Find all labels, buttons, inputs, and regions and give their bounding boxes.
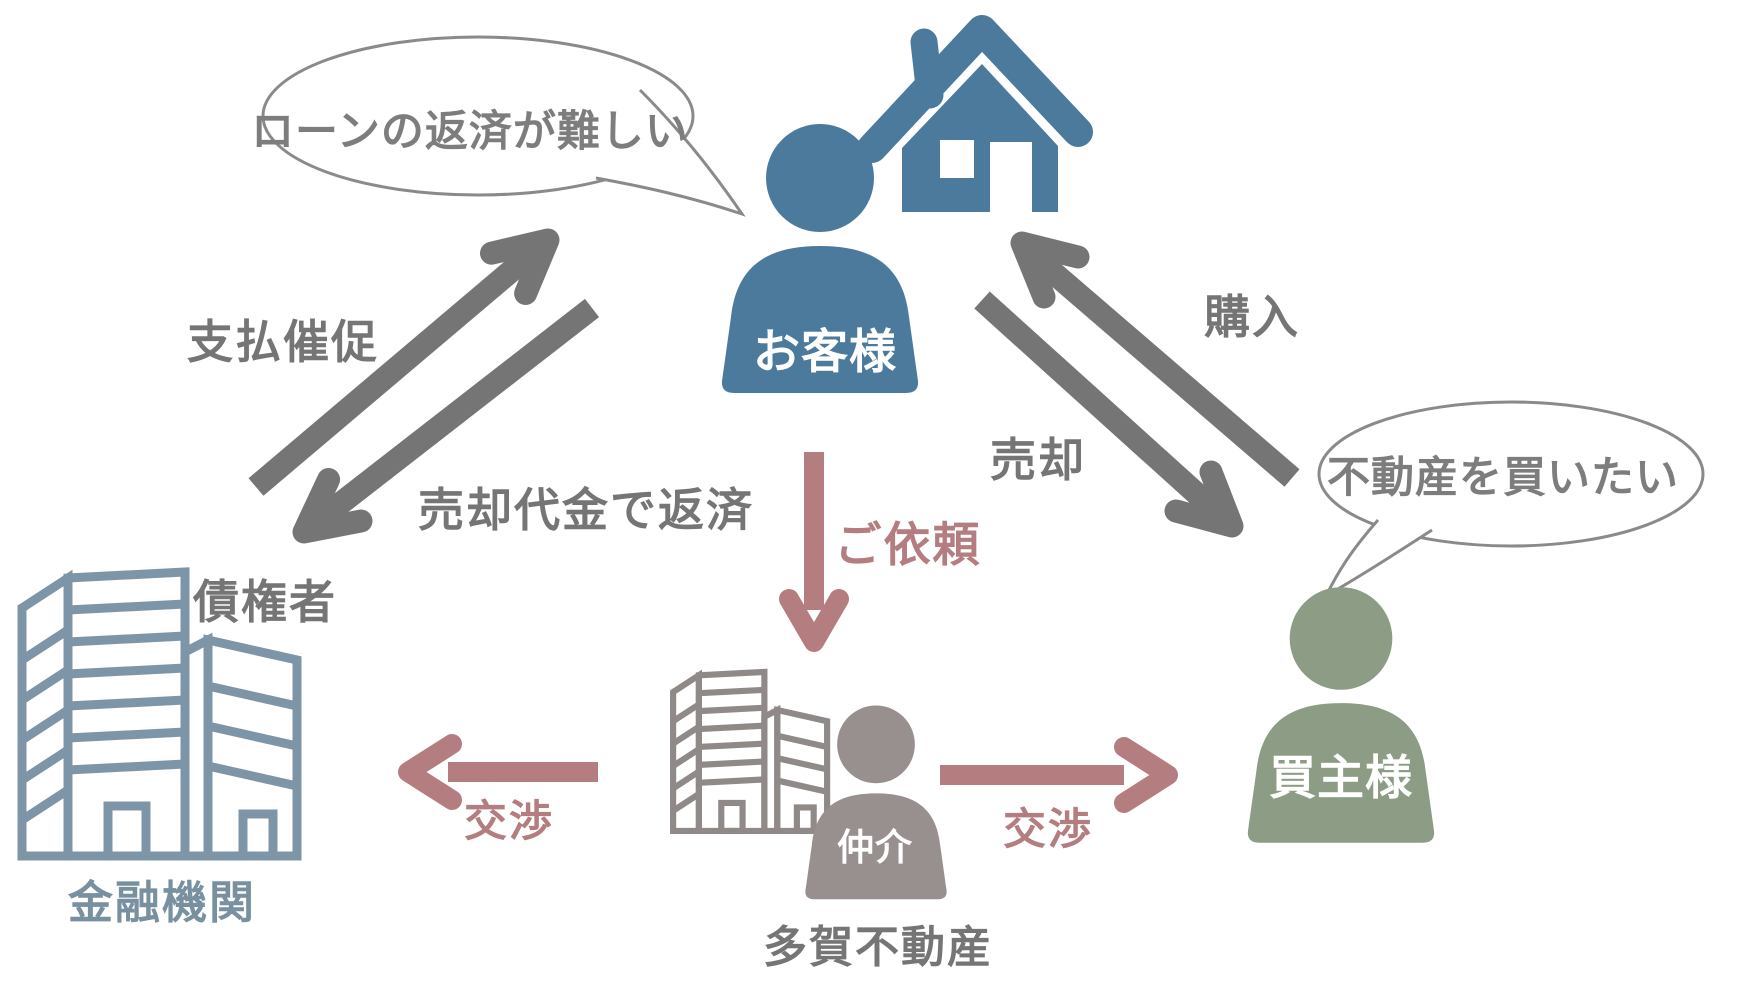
house-icon (857, 15, 1093, 212)
label-negotiate-right: 交渉 (1003, 805, 1093, 855)
arrow-negotiate-right (940, 737, 1178, 813)
buyer-label: 買主様 (1269, 751, 1413, 806)
label-buy: 購入 (1204, 290, 1300, 344)
label-repay-with-proceeds: 売却代金で返済 (418, 483, 754, 537)
speech-bubble-buyer: 不動産を買いたい (1317, 400, 1705, 600)
speech-bubble-tail (595, 88, 746, 217)
speech-bubble-customer: ローンの返済が難しい (251, 35, 746, 217)
customer-bubble-text: ローンの返済が難しい (251, 107, 689, 157)
agent-label: 多賀不動産 (763, 922, 993, 973)
label-request: ご依頼 (835, 518, 982, 573)
customer-label: お客様 (753, 325, 897, 380)
agent-badge: 仲介 (837, 826, 913, 869)
label-negotiate-left: 交渉 (464, 797, 554, 847)
label-payment-demand: 支払催促 (187, 315, 379, 369)
arrow-negotiate-left (398, 734, 598, 810)
creditor-label: 金融機関 (68, 876, 256, 929)
speech-bubble-tail (1322, 519, 1433, 600)
creditor-title: 債権者 (192, 575, 337, 629)
arrow-buy (1010, 231, 1300, 487)
agent-buildings-icon (673, 672, 827, 831)
label-sell: 売却 (990, 433, 1086, 487)
arrow-repay-with-proceeds (292, 298, 600, 544)
arrow-sell (974, 291, 1244, 538)
arrow-payment-demand (248, 228, 560, 496)
buyer-bubble-text: 不動産を買いたい (1327, 453, 1679, 503)
arrow-request (779, 452, 849, 652)
